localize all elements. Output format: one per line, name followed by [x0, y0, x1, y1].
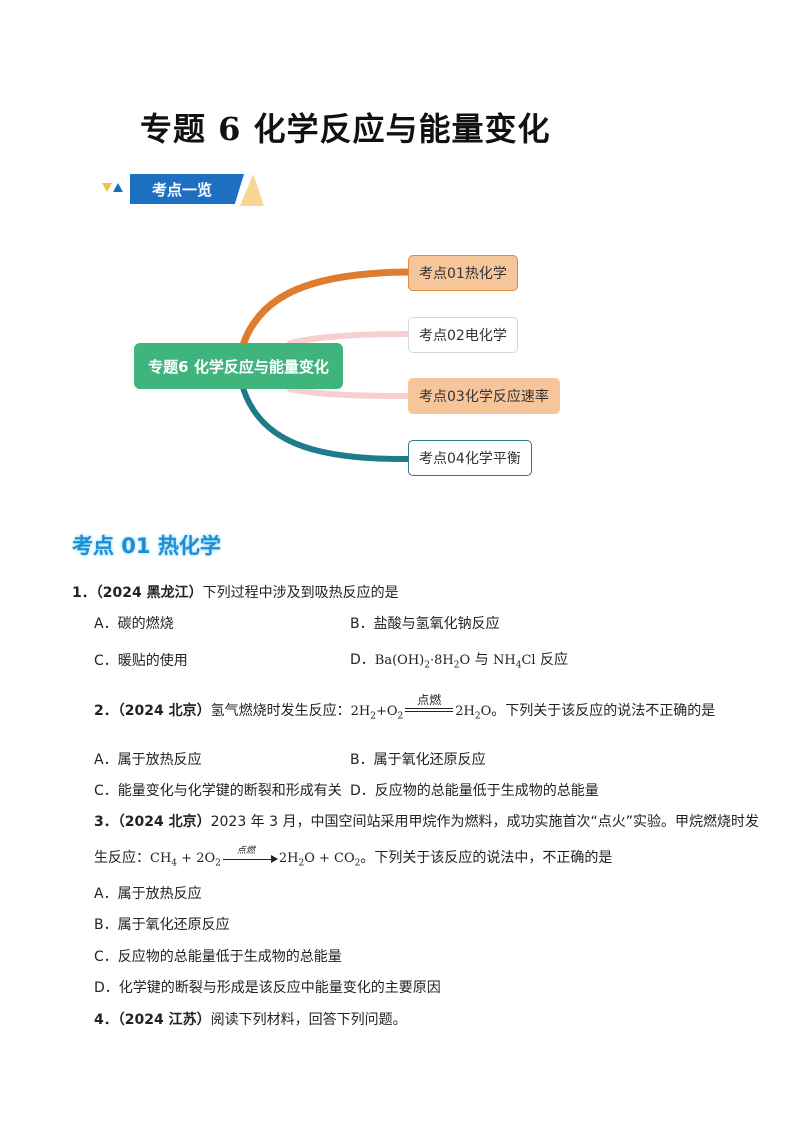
formula-part: Cl — [521, 653, 536, 668]
formula-sub: 2 — [453, 660, 460, 671]
branch-line-3 — [287, 386, 411, 399]
q3-option-c: C．反应物的总能量低于生成物的总能量 — [94, 949, 342, 965]
mindmap-root: 专题6 化学反应与能量变化 — [134, 343, 343, 389]
q1-option-c: C．暖贴的使用 — [94, 653, 188, 669]
q2-option-d: D．反应物的总能量低于生成物的总能量 — [350, 783, 599, 799]
question-1: 1．（2024 黑龙江）下列过程中涉及到吸热反应的是 — [72, 582, 399, 602]
q2-option-c: C．能量变化与化学键的断裂和形成有关 — [94, 783, 342, 799]
option-text: 反应 — [535, 652, 569, 668]
formula-sub: 2 — [354, 858, 361, 869]
q2-option-a: A．属于放热反应 — [94, 752, 202, 768]
formula-part: + 2O — [177, 851, 216, 866]
question-stem: 。下列关于该反应的说法中，不正确的是 — [360, 850, 613, 866]
formula-sub: 4 — [515, 660, 522, 671]
equals-arrow: 点燃 — [405, 693, 454, 719]
mindmap-node-3: 考点03化学反应速率 — [408, 378, 560, 414]
section-banner: 考点一览 — [100, 172, 270, 206]
question-number: 4． — [94, 1012, 118, 1028]
question-number: 3． — [94, 814, 118, 830]
formula-sub: 2 — [397, 711, 404, 722]
question-stem: 下列过程中涉及到吸热反应的是 — [202, 585, 399, 601]
mindmap-connectors — [239, 268, 412, 463]
formula-part: CH — [150, 851, 172, 866]
question-source: （2024 江苏） — [117, 1012, 211, 1028]
question-source: （2024 黑龙江） — [95, 585, 203, 601]
reaction-condition: 点燃 — [236, 845, 255, 856]
question-3: 3．（2024 北京）2023 年 3 月，中国空间站采用甲烷作为燃料，成功实施… — [94, 811, 759, 831]
q3-option-d: D．化学键的断裂与形成是该反应中能量变化的主要原因 — [94, 980, 441, 996]
page-title: 专题 6 化学反应与能量变化 — [140, 110, 551, 148]
formula-part: Ba(OH) — [374, 653, 425, 668]
q3-option-a: A．属于放热反应 — [94, 886, 202, 902]
banner-tail-decoration — [240, 174, 264, 206]
mindmap-node-2: 考点02电化学 — [408, 317, 518, 353]
reaction-arrow: 点燃 — [222, 846, 278, 866]
formula-part: +O — [375, 704, 398, 719]
formula-sub: 2 — [298, 858, 305, 869]
question-source: （2024 北京） — [117, 703, 211, 719]
formula-part: NH — [493, 653, 516, 668]
formula-sub: 4 — [171, 858, 178, 869]
formula-part: O — [459, 653, 471, 668]
option-text: 与 — [470, 652, 494, 668]
q1-option-b: B．盐酸与氢氧化钠反应 — [350, 616, 500, 632]
formula-part: 2H — [350, 704, 371, 719]
branch-line-2 — [287, 331, 411, 346]
question-source: （2024 北京） — [117, 814, 211, 830]
question-stem: 阅读下列材料，回答下列问题。 — [210, 1012, 407, 1028]
section-heading: 考点 01 热化学 — [72, 534, 221, 558]
triangle-up-icon — [113, 183, 123, 192]
formula-part: O + CO — [304, 851, 355, 866]
question-number: 1． — [72, 585, 96, 601]
reaction-condition: 点燃 — [417, 692, 442, 707]
question-stem: 2023 年 3 月，中国空间站采用甲烷作为燃料，成功实施首次“点火”实验。甲烷… — [210, 814, 759, 830]
formula-part: O — [480, 704, 492, 719]
q1-option-a: A．碳的燃烧 — [94, 616, 174, 632]
formula-part: 2H — [278, 851, 299, 866]
mindmap-node-1: 考点01热化学 — [408, 255, 518, 291]
question-number: 2． — [94, 703, 118, 719]
question-stem: 生反应： — [94, 850, 150, 866]
branch-line-4 — [240, 385, 411, 463]
formula-part: 2H — [455, 704, 475, 719]
banner-label: 考点一览 — [130, 174, 244, 204]
formula-sub: 2 — [215, 858, 221, 869]
branch-line-1 — [239, 268, 412, 349]
mindmap-node-4: 考点04化学平衡 — [408, 440, 532, 476]
q1-option-d: D．Ba(OH)2·8H2O 与 NH4Cl 反应 — [350, 649, 568, 671]
question-4: 4．（2024 江苏）阅读下列材料，回答下列问题。 — [94, 1009, 407, 1029]
formula-sub: 2 — [474, 711, 481, 722]
formula-part: ·8H — [429, 653, 454, 668]
formula-sub: 2 — [424, 660, 430, 671]
option-prefix: D． — [350, 652, 375, 668]
triangle-down-icon — [102, 183, 112, 192]
q3-option-b: B．属于氧化还原反应 — [94, 917, 230, 933]
formula-sub: 2 — [370, 711, 376, 722]
question-stem: 氢气燃烧时发生反应： — [210, 703, 351, 719]
q2-option-b: B．属于氧化还原反应 — [350, 752, 486, 768]
question-stem: 。下列关于该反应的说法不正确的是 — [491, 703, 716, 719]
